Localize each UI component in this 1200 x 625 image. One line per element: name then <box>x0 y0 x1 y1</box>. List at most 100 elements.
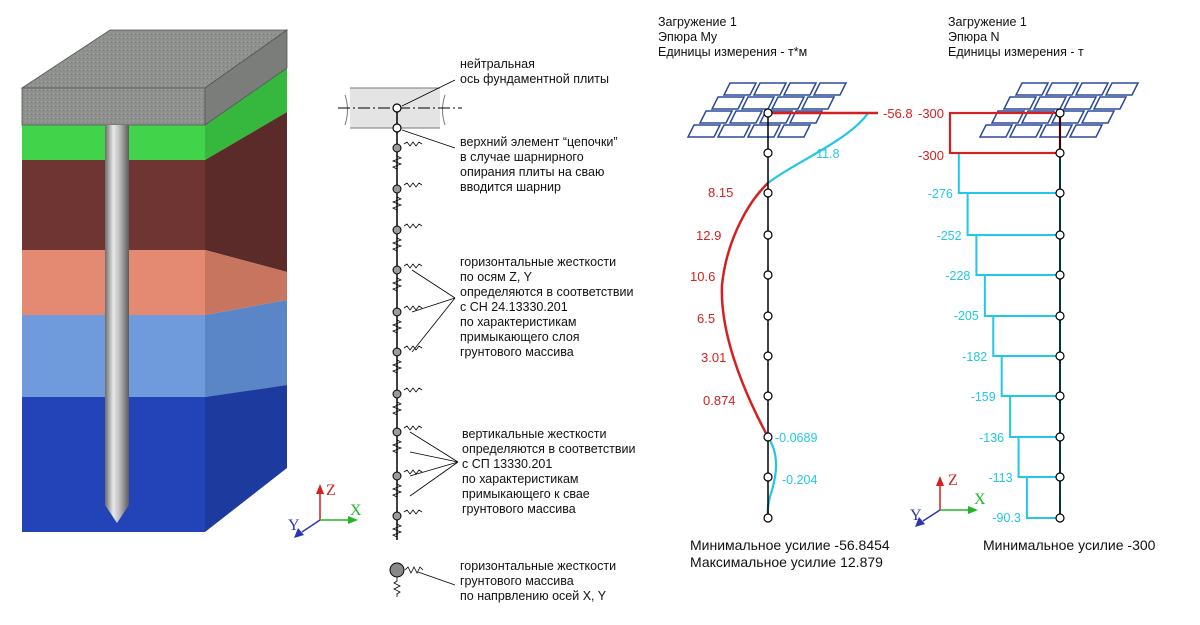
callout-line: верхний элемент “цепочки” <box>460 135 618 149</box>
callout-line: горизонтальные жесткости <box>460 559 616 573</box>
my-nodes <box>763 108 773 523</box>
slab-grid-cell <box>800 96 836 110</box>
horizontal-spring <box>403 387 423 393</box>
horizontal-spring <box>403 263 423 269</box>
soil-side-darkblue <box>205 385 287 532</box>
horizontal-spring <box>403 305 423 311</box>
diagram-node <box>763 108 773 118</box>
slab-grid-cell <box>1002 96 1038 110</box>
chain-node <box>392 265 402 275</box>
my-label: 10.6 <box>690 269 715 284</box>
diagram-node <box>763 270 773 280</box>
callout-line: грунтового массива <box>460 574 574 588</box>
slab-grid-cell <box>752 82 788 96</box>
axis-x-label-2: X <box>974 491 986 508</box>
my-label: 12.9 <box>696 228 721 243</box>
n-label: -90.3 <box>992 511 1021 525</box>
horizontal-spring <box>403 425 423 431</box>
callout-line: горизонтальные жесткости <box>460 255 616 269</box>
callout-line: вводится шарнир <box>460 180 561 194</box>
my-label: 0.874 <box>703 393 736 408</box>
callout-line: в случае шарнирного <box>460 150 584 164</box>
n-label: -252 <box>937 229 962 243</box>
n-step-bar <box>1025 476 1062 519</box>
callout-line: по осям Z, Y <box>460 270 533 284</box>
slab-grid-cell <box>770 96 806 110</box>
slab-grid-cell <box>1044 82 1080 96</box>
slab-grid-cell <box>1008 124 1044 138</box>
my-label: 8.15 <box>708 185 733 200</box>
horizontal-spring <box>403 141 423 147</box>
slab-grid-cell <box>746 124 782 138</box>
slab-grid-cell <box>1092 96 1128 110</box>
callout-legend-stiffness: горизонтальные жесткости грунтового масс… <box>460 559 616 603</box>
slab-grid-cell <box>1080 110 1116 124</box>
n-header-line: Эпюра N <box>948 30 1000 44</box>
diagram-node <box>763 432 773 442</box>
diagram-node <box>763 513 773 523</box>
slab-grid-cell <box>1104 82 1140 96</box>
n-label: -228 <box>945 269 970 283</box>
callout-line: вертикальные жесткости <box>462 427 606 441</box>
chain-node <box>392 347 402 357</box>
diagram-node <box>763 311 773 321</box>
n-step-bar <box>957 152 1061 194</box>
slab-grid-cell <box>1014 82 1050 96</box>
callout-line: с СП 13330.201 <box>462 457 552 471</box>
chain-node <box>392 427 402 437</box>
hinge-element <box>392 123 402 133</box>
hinge-top <box>392 103 402 113</box>
my-label: -11.8 <box>812 147 840 161</box>
leader-lines <box>401 79 459 586</box>
n-label: -182 <box>962 350 987 364</box>
callout-neutral-axis: нейтральная ось фундаментной плиты <box>460 57 609 86</box>
callout-line: примыкающего к сваe <box>462 487 590 501</box>
slab-grid-cell <box>740 96 776 110</box>
callout-line: опирания плиты на сваю <box>460 165 604 179</box>
slab-grid-cell <box>812 82 848 96</box>
my-label: 3.01 <box>701 350 726 365</box>
my-label: -56.8 <box>883 106 913 121</box>
vertical-spring <box>391 481 403 500</box>
n-label: -159 <box>971 390 996 404</box>
callout-line: по характеристикам <box>462 472 579 486</box>
callout-line: определяются в соответствии <box>462 442 635 456</box>
my-summary: Максимальное усилие 12.879 <box>690 554 883 570</box>
diagram-node <box>1055 270 1065 280</box>
slab-grid-cell <box>782 82 818 96</box>
chain-node <box>392 143 402 153</box>
diagram-node <box>763 230 773 240</box>
my-label: 6.5 <box>697 311 715 326</box>
vertical-spring <box>391 153 403 172</box>
n-label: -300 <box>918 148 944 163</box>
diagram-node <box>1055 513 1065 523</box>
slab-grid-cell <box>776 124 812 138</box>
n-step-bar <box>992 315 1061 357</box>
diagram-node <box>1055 351 1065 361</box>
slab-side <box>204 29 288 126</box>
soil-side-green <box>205 68 287 160</box>
vertical-spring <box>391 437 403 456</box>
diagram-n: Загружение 1 Эпюра N Единицы измерения -… <box>918 15 1156 553</box>
vertical-spring <box>391 235 403 254</box>
chain-node <box>392 511 402 521</box>
callout-top-element: верхний элемент “цепочки” в случае шарни… <box>460 135 618 194</box>
diagram-node <box>763 391 773 401</box>
slab-grid-cell <box>1038 124 1074 138</box>
n-label: -205 <box>954 309 979 323</box>
callout-line: определяются в соответствии <box>460 285 633 299</box>
n-step-bar <box>1009 395 1062 438</box>
axis-y-label: Y <box>288 517 300 534</box>
n-label: -113 <box>988 471 1012 485</box>
diagram-node <box>1055 148 1065 158</box>
chain-node <box>392 471 402 481</box>
legend-spring-symbol <box>389 562 424 597</box>
slab-grid-cell <box>1074 82 1110 96</box>
vertical-spring <box>391 399 403 418</box>
n-labels: -276-252-228-205-182-159-136-113-90.3 <box>928 187 1021 525</box>
slab-grid-cell <box>978 124 1014 138</box>
pile-shaft <box>105 125 129 505</box>
slab-grid-cell <box>686 124 722 138</box>
my-label: -0.0689 <box>775 431 817 445</box>
slab-front <box>21 87 206 126</box>
